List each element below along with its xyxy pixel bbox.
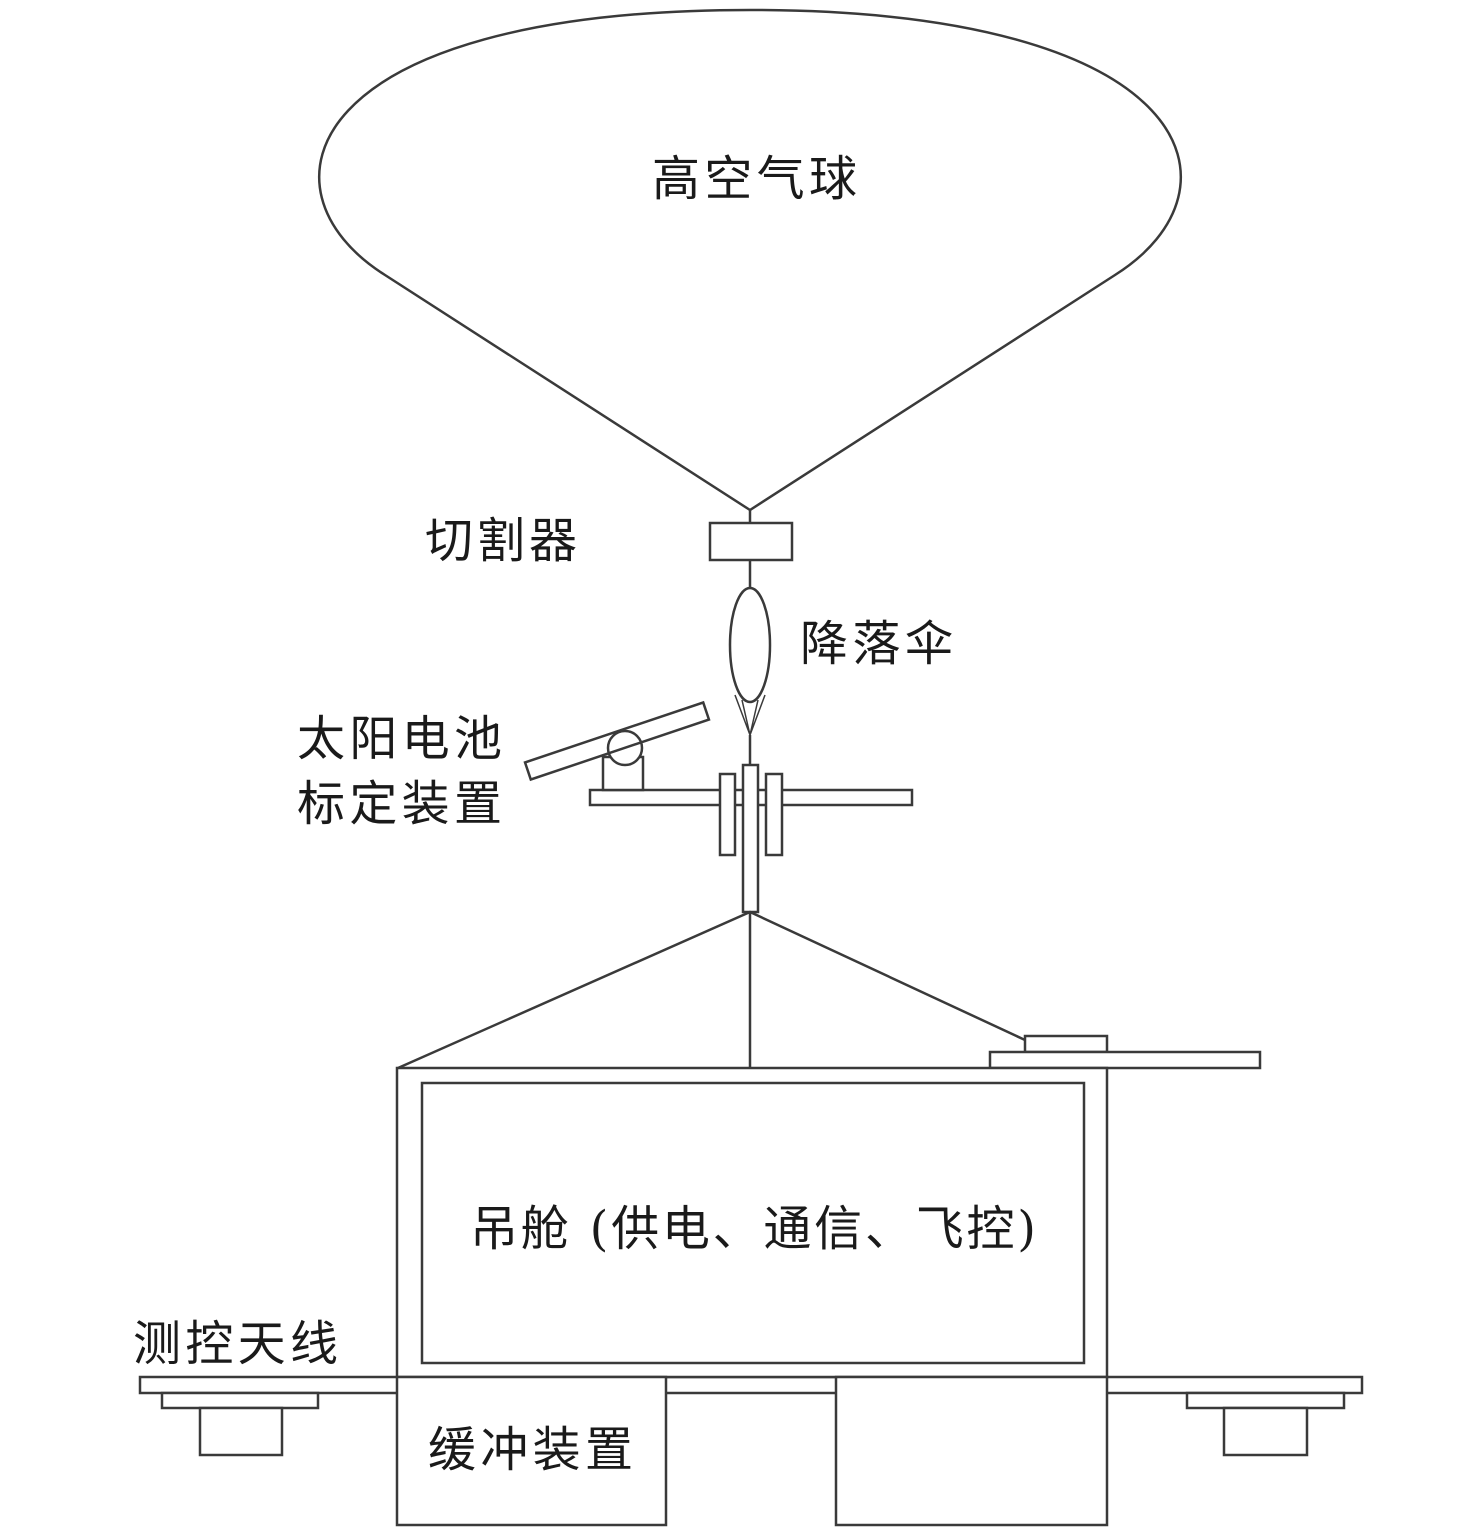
antenna-bar <box>138 1375 1364 1395</box>
antenna-label: 测控天线 <box>133 1316 338 1372</box>
parachute-label: 降落伞 <box>800 616 953 672</box>
antenna-left-foot <box>198 1406 284 1457</box>
parachute <box>728 586 772 704</box>
gondola-label: 吊舱 (供电、通信、飞控) <box>470 1201 1036 1257</box>
antenna-right-plate <box>1185 1391 1346 1410</box>
solar-panel <box>523 700 711 782</box>
solar-label-line2: 标定装置 <box>297 776 502 832</box>
top-panel-block <box>1023 1034 1109 1054</box>
cutter <box>708 521 794 562</box>
solar-label-line1: 太阳电池 <box>297 711 502 767</box>
cutter-label: 切割器 <box>425 513 577 569</box>
antenna-right-foot <box>1222 1406 1309 1457</box>
side-plate-right <box>764 772 784 857</box>
gondola-outer <box>395 1066 1109 1379</box>
balloon-label: 高空气球 <box>652 151 857 207</box>
balloon-envelope <box>317 8 1183 512</box>
top-panel-bar <box>988 1050 1262 1070</box>
suspension-ropes <box>397 910 1026 1070</box>
central-tube <box>741 763 760 914</box>
side-plate-left <box>718 772 737 857</box>
buffer-right <box>834 1375 1109 1527</box>
gondola-inner <box>420 1081 1086 1365</box>
buffer-left <box>395 1375 668 1527</box>
antenna-left-plate <box>160 1391 320 1410</box>
